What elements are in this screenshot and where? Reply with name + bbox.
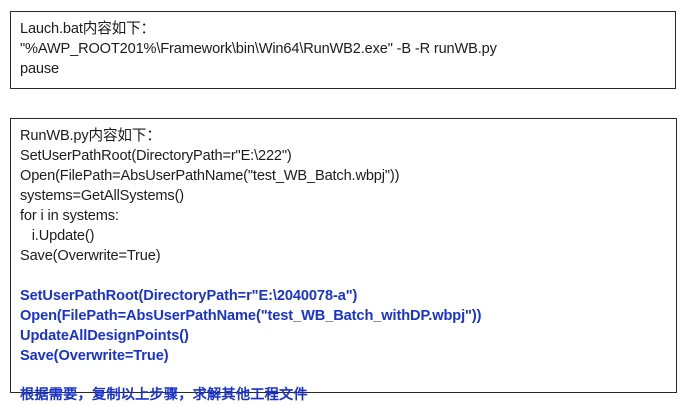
bat-content-panel: Lauch.bat内容如下： "%AWP_ROOT201%\Framework\… [10,11,676,89]
blank-line-separator-1 [20,266,667,286]
py-highlight-update-all-design-points: UpdateAllDesignPoints() [20,328,189,344]
py-line-get-all-systems: systems=GetAllSystems() [20,188,185,204]
py-panel-title: RunWB.py内容如下： [20,128,161,144]
py-line-update: i.Update() [20,228,95,244]
blank-line-separator-2 [20,366,667,385]
py-line-open-project: Open(FilePath=AbsUserPathName("test_WB_B… [20,168,400,184]
bat-pause-line: pause [20,61,60,77]
bat-command-line: "%AWP_ROOT201%\Framework\bin\Win64\RunWB… [20,41,497,57]
py-line-set-user-path-root: SetUserPathRoot(DirectoryPath=r"E:\222") [20,148,292,164]
bat-panel-title: Lauch.bat内容如下： [20,21,155,37]
py-line-for-loop: for i in systems: [20,208,119,224]
py-panel-note: 根据需要，复制以上步骤，求解其他工程文件 [20,387,308,403]
python-script-panel: RunWB.py内容如下： SetUserPathRoot(DirectoryP… [10,118,677,403]
py-highlight-open-project: Open(FilePath=AbsUserPathName("test_WB_B… [20,308,482,324]
py-highlight-save: Save(Overwrite=True) [20,348,169,364]
py-line-save: Save(Overwrite=True) [20,248,161,264]
py-highlight-set-user-path-root: SetUserPathRoot(DirectoryPath=r"E:\20400… [20,288,358,304]
